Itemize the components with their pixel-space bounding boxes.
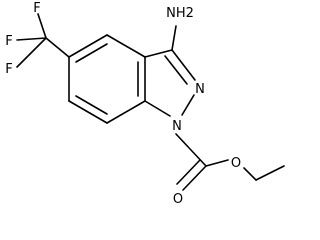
bond-ester-o-ch2 (243, 167, 257, 181)
bond-carbonyl-c-o (182, 165, 207, 191)
bond-inner-c7-c6 (75, 95, 108, 115)
atom-ester-oxygen: O (231, 156, 241, 171)
atom-carbonyl-oxygen: O (173, 192, 183, 207)
bond-c-f2 (16, 37, 47, 41)
atom-labels: F F F NH2 N N O O (5, 1, 241, 207)
bond-carbonyl-c-o-double (176, 159, 201, 185)
bond-n1-c7a (144, 100, 171, 117)
bond-n1-carbonyl-c (175, 133, 207, 167)
atom-n2: N (195, 82, 205, 97)
bond-c7-c6 (68, 100, 108, 124)
bond-c3-nh2 (171, 25, 177, 51)
atom-f-top: F (33, 1, 40, 16)
molecule-structure: F F F NH2 N N O O (5, 1, 285, 207)
bond-lines (16, 13, 285, 191)
bond-cf3-c5 (45, 37, 70, 58)
bond-ch2-ch3 (255, 165, 285, 181)
bond-c7a-c7 (106, 100, 146, 124)
bond-c3-n2-double (164, 55, 188, 85)
atom-amine: NH2 (166, 6, 194, 21)
bond-c5-c4 (68, 34, 108, 58)
bond-c-f3 (16, 37, 47, 68)
atom-f-left: F (5, 34, 12, 49)
bond-c-ester-o (205, 159, 229, 167)
bond-n2-n1 (181, 94, 195, 116)
bond-c-f1 (37, 13, 47, 39)
bond-inner-c5-c4 (75, 43, 108, 63)
atom-n1: N (172, 119, 182, 134)
bond-c3a-c3 (144, 49, 173, 58)
atom-f-bottom: F (5, 62, 12, 77)
bond-c4-c3a (106, 34, 146, 58)
bond-c3-n2 (171, 49, 196, 81)
